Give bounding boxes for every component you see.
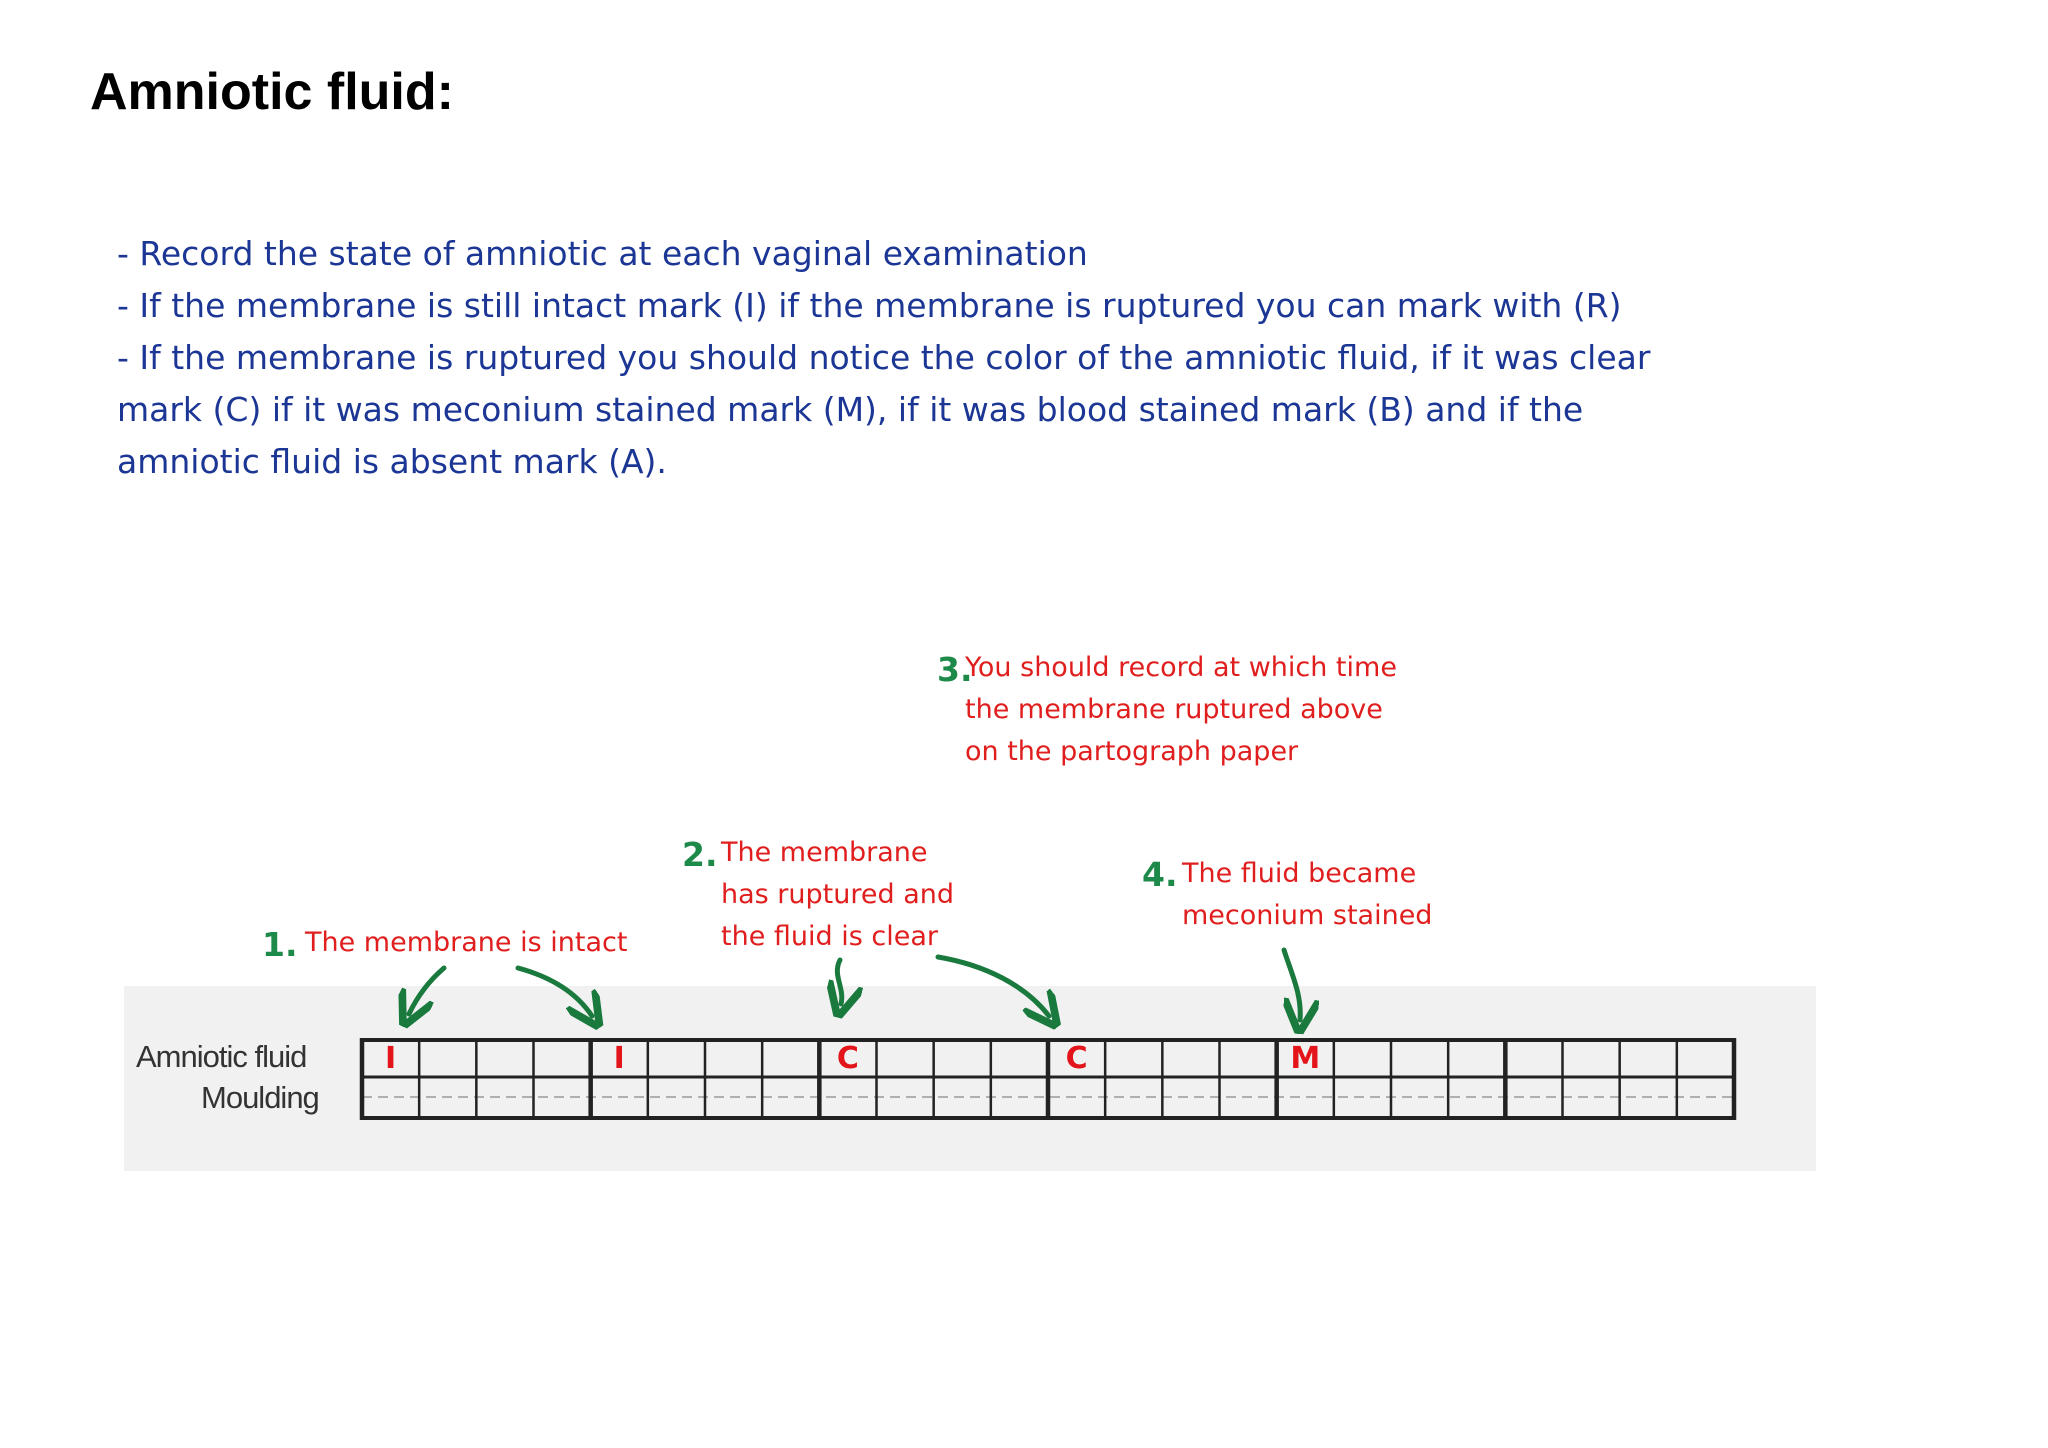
row-label-amniotic-fluid: Amniotic fluid (136, 1039, 307, 1074)
callout-4-number: 4. (1142, 855, 1178, 894)
callout-line: the membrane ruptured above (965, 694, 1383, 725)
callout-2-text: The membrane has ruptured and the fluid … (721, 832, 954, 958)
callout-line: The fluid became (1182, 858, 1417, 889)
grid-mark: I (384, 1041, 397, 1076)
callout-3-number: 3. (937, 650, 973, 689)
callout-line: has ruptured and (721, 879, 954, 910)
note-line: amniotic fluid is absent mark (A). (117, 442, 667, 481)
grid-mark: C (1065, 1041, 1088, 1076)
callout-line: the fluid is clear (721, 921, 938, 952)
callout-1-number: 1. (262, 925, 298, 964)
note-line: - If the membrane is still intact mark (… (117, 286, 1622, 325)
note-line: mark (C) if it was meconium stained mark… (117, 390, 1584, 429)
note-line: - Record the state of amniotic at each v… (117, 234, 1088, 273)
grid-mark: M (1290, 1041, 1321, 1076)
page-title: Amniotic fluid: (90, 63, 454, 121)
callout-line: The membrane (721, 837, 928, 868)
callout-4-text: The fluid became meconium stained (1182, 853, 1432, 937)
instructions: - Record the state of amniotic at each v… (117, 228, 1650, 488)
row-label-moulding: Moulding (201, 1080, 320, 1115)
callout-2-number: 2. (682, 835, 718, 874)
callout-line: meconium stained (1182, 900, 1433, 931)
callout-1-text: The membrane is intact (305, 922, 627, 964)
callout-line: The membrane is intact (305, 927, 628, 958)
callout-line: You should record at which time (965, 652, 1397, 683)
grid-mark: C (836, 1041, 859, 1076)
callout-3-text: You should record at which time the memb… (965, 647, 1397, 773)
callout-line: on the partograph paper (965, 736, 1299, 767)
note-line: - If the membrane is ruptured you should… (117, 338, 1651, 377)
grid-mark: I (613, 1041, 625, 1076)
